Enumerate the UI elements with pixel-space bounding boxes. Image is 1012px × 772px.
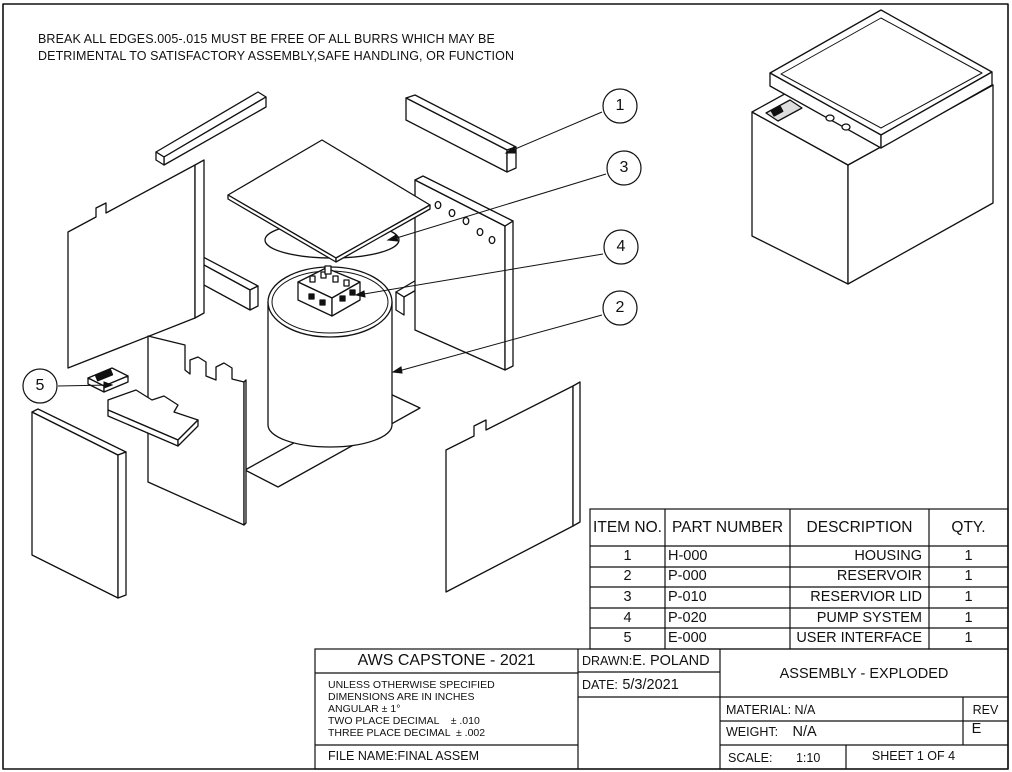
bom-item-no: 3 xyxy=(623,589,632,605)
housing-panel-left-front xyxy=(31,408,127,599)
weight-value: N/A xyxy=(792,724,817,740)
balloon-circle-5 xyxy=(22,368,58,404)
balloon-3: 3 xyxy=(619,159,629,176)
bom-header-qty: QTY. xyxy=(951,519,986,536)
housing-panel-left-back xyxy=(67,159,205,369)
interface-bracket-plate xyxy=(107,389,199,447)
bom-item-no: 1 xyxy=(623,548,632,564)
balloon-circle-3 xyxy=(606,150,642,186)
rev-label: REV xyxy=(972,703,999,717)
weight-field: WEIGHT: N/A xyxy=(726,723,817,741)
general-note-line-1: BREAK ALL EDGES.005-.015 MUST BE FREE OF… xyxy=(38,32,495,46)
bom-header-part-number: PART NUMBER xyxy=(671,519,784,536)
bom-description: HOUSING xyxy=(854,548,922,564)
bom-part-number: P-020 xyxy=(668,610,707,626)
bom-description: RESERVIOR LID xyxy=(810,589,922,605)
file-name-value: FINAL ASSEM xyxy=(397,749,479,763)
balloon-1: 1 xyxy=(615,97,625,114)
reservoir-lid xyxy=(227,139,431,263)
balloon-circle-4 xyxy=(603,229,639,265)
bom-part-number: H-000 xyxy=(668,548,708,564)
bom-qty: 1 xyxy=(964,548,973,564)
scale-field: SCALE: 1:10 xyxy=(728,751,820,765)
drawn-label: DRAWN: xyxy=(582,654,633,668)
scale-value: 1:10 xyxy=(795,751,821,765)
tolerance-line: UNLESS OTHERWISE SPECIFIED xyxy=(328,679,495,691)
housing-panel-right-front xyxy=(445,381,581,593)
housing-rail-top-left xyxy=(155,91,267,166)
bom-header-description: DESCRIPTION xyxy=(806,519,913,536)
bom-description: USER INTERFACE xyxy=(796,630,922,646)
scale-label: SCALE: xyxy=(728,751,773,765)
bom-qty: 1 xyxy=(964,568,973,584)
date-label: DATE: xyxy=(582,678,618,692)
date-value: 5/3/2021 xyxy=(622,677,679,693)
drawn-value: E. POLAND xyxy=(632,653,710,669)
drawing-title: ASSEMBLY - EXPLODED xyxy=(779,666,949,682)
bom-item-no: 5 xyxy=(623,630,632,646)
bom-item-no: 4 xyxy=(623,610,632,626)
bom-part-number: P-010 xyxy=(668,589,707,605)
weight-label: WEIGHT: xyxy=(726,725,779,739)
assembled-housing-view xyxy=(751,9,994,285)
tolerance-line: TWO PLACE DECIMAL ± .010 xyxy=(328,715,480,727)
bom-description: RESERVOIR xyxy=(836,568,922,584)
file-name-field: FILE NAME:FINAL ASSEM xyxy=(328,749,479,763)
material-value: N/A xyxy=(794,703,816,717)
sheet-number: SHEET 1 OF 4 xyxy=(871,749,956,763)
bom-qty: 1 xyxy=(964,610,973,626)
tolerance-line: DIMENSIONS ARE IN INCHES xyxy=(328,691,475,703)
pump-system xyxy=(297,265,361,317)
material-field: MATERIAL: N/A xyxy=(726,703,815,717)
balloon-circle-1 xyxy=(602,88,638,124)
tolerance-line: ANGULAR ± 1° xyxy=(328,703,401,715)
balloon-circle-2 xyxy=(602,290,638,326)
bom-qty: 1 xyxy=(964,589,973,605)
housing-rail-top-right xyxy=(405,94,517,173)
housing-panel-center-left xyxy=(147,335,247,526)
balloon-2: 2 xyxy=(615,299,625,316)
bom-header-item-no: ITEM NO. xyxy=(593,519,662,536)
bom-description: PUMP SYSTEM xyxy=(816,610,922,626)
balloon-4: 4 xyxy=(616,238,626,255)
file-name-label: FILE NAME: xyxy=(328,749,398,763)
bom-qty: 1 xyxy=(964,630,973,646)
bom-part-number: E-000 xyxy=(668,630,707,646)
bom-part-number: P-000 xyxy=(668,568,707,584)
tolerance-line: THREE PLACE DECIMAL ± .002 xyxy=(328,727,486,739)
bom-item-no: 2 xyxy=(623,568,632,584)
housing-panel-right-back xyxy=(414,175,514,371)
date-field: DATE: 5/3/2021 xyxy=(582,676,679,694)
drawn-field: DRAWN:E. POLAND xyxy=(582,652,710,670)
material-label: MATERIAL: xyxy=(726,703,792,717)
balloon-5: 5 xyxy=(35,377,45,394)
general-note-line-2: DETRIMENTAL TO SATISFACTORY ASSEMBLY,SAF… xyxy=(38,49,515,63)
user-interface xyxy=(87,367,129,393)
project-title: AWS CAPSTONE - 2021 xyxy=(357,652,536,669)
rev-value: E xyxy=(971,721,982,737)
